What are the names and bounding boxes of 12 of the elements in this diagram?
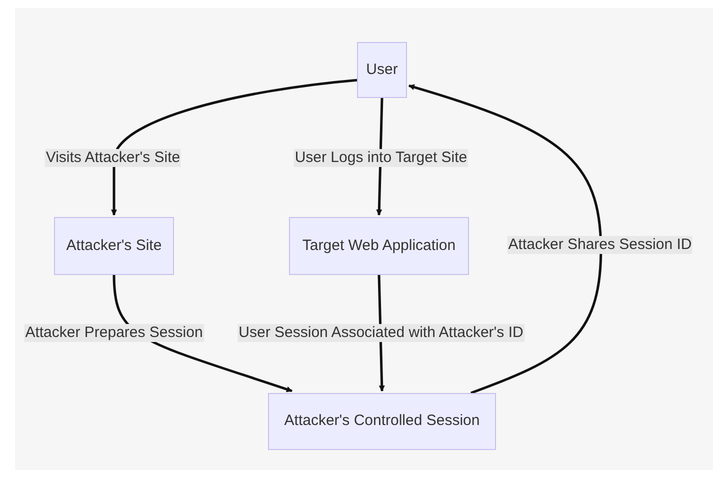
edge-label: Attacker Prepares Session: [24, 324, 204, 342]
process-box: User: [357, 42, 407, 98]
arrow: [111, 78, 358, 216]
edge-label: Visits Attacker's Site: [44, 149, 182, 167]
process-box: Target Web Application: [289, 217, 469, 275]
arrow: [408, 84, 602, 394]
edge-label: User Session Associated with Attacker's ID: [238, 324, 524, 342]
process-box: Attacker's Site: [54, 217, 174, 275]
arrow: [112, 274, 292, 392]
edge-label: Attacker Shares Session ID: [507, 236, 693, 254]
edge-label: User Logs into Target Site: [294, 149, 468, 167]
process-box: Attacker's Controlled Session: [268, 393, 496, 450]
